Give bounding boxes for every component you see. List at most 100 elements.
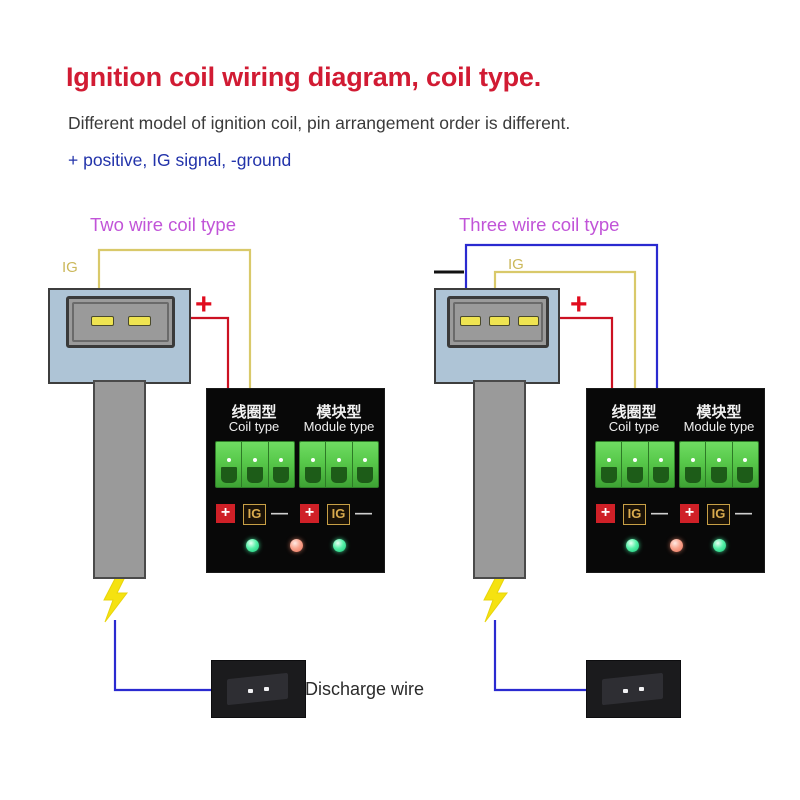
terminal-slot-icon xyxy=(684,466,701,483)
terminal-block-module-type-right[interactable] xyxy=(679,441,759,488)
panel-group-1-en-label-left: Coil type xyxy=(228,419,280,434)
coil-connector-inner-right xyxy=(453,302,543,342)
terminal-hole-icon xyxy=(310,458,315,462)
terminal-slot-icon xyxy=(220,466,237,483)
wire-ig-left xyxy=(97,248,252,460)
plus-mark-left: + xyxy=(195,288,213,321)
badge-minus-module-right: — xyxy=(735,503,752,522)
badge-minus-coil-left: — xyxy=(271,503,288,522)
discharge-wire-label: Discharge wire xyxy=(305,679,425,699)
terminal-slot-icon xyxy=(357,466,374,483)
panel-group-2-cn-label-right: 模块型 xyxy=(696,404,742,421)
terminal-module-1-right[interactable] xyxy=(680,442,707,487)
terminal-hole-icon xyxy=(226,458,231,462)
terminal-slot-icon xyxy=(653,466,670,483)
badge-minus-module-left: — xyxy=(355,503,372,522)
ignition-coil-connector-left xyxy=(66,296,175,348)
terminal-hole-icon xyxy=(252,458,257,462)
badge-ig-module-left: IG xyxy=(327,504,350,525)
terminal-hole-icon xyxy=(632,458,637,462)
discharge-connector-face xyxy=(226,672,289,705)
ignition-coil-connector-right xyxy=(447,296,549,348)
terminal-block-module-type-left[interactable] xyxy=(299,441,379,488)
terminal-slot-icon xyxy=(304,466,321,483)
coil-pin-1-right xyxy=(460,316,481,326)
badge-ig-coil-left: IG xyxy=(243,504,266,525)
terminal-slot-icon xyxy=(626,466,644,483)
page-legend: + positive, IG signal, -ground xyxy=(68,150,292,170)
terminal-hole-icon xyxy=(743,458,748,462)
discharge-pin-1 xyxy=(623,689,628,693)
led-indicator-icon-2-left xyxy=(290,539,303,552)
discharge-connector-right xyxy=(586,660,681,718)
led-indicator-icon-1-right xyxy=(626,539,639,552)
terminal-coil-2-right[interactable] xyxy=(622,442,649,487)
minus-mark-right: — xyxy=(434,254,464,287)
coil-pin-3-right xyxy=(518,316,539,326)
panel-group-1-cn-label-right: 线圈型 xyxy=(611,404,657,421)
section-title-three-wire: Three wire coil type xyxy=(459,214,620,235)
terminal-module-3-right[interactable] xyxy=(733,442,758,487)
discharge-pin-2 xyxy=(264,687,269,691)
badge-minus-coil-right: — xyxy=(651,503,668,522)
badge-ig-coil-right: IG xyxy=(623,504,646,525)
badge-plus-coil-left: + xyxy=(216,504,235,523)
wire-discharge-left xyxy=(113,620,245,692)
terminal-coil-2-left[interactable] xyxy=(242,442,269,487)
ignition-coil-stem-right xyxy=(473,380,526,579)
terminal-hole-icon xyxy=(659,458,664,462)
page-title: Ignition coil wiring diagram, coil type. xyxy=(66,62,542,92)
terminal-slot-icon xyxy=(737,466,754,483)
wire-ground-right xyxy=(464,243,659,460)
panel-group-2-en-label-left: Module type xyxy=(303,419,375,434)
terminal-hole-icon xyxy=(716,458,721,462)
terminal-coil-1-right[interactable] xyxy=(596,442,623,487)
terminal-block-coil-type-right[interactable] xyxy=(595,441,675,488)
coil-connector-inner-left xyxy=(72,302,169,342)
terminal-hole-icon xyxy=(279,458,284,462)
panel-group-1-cn-label-left: 线圈型 xyxy=(231,404,277,421)
terminal-hole-icon xyxy=(336,458,341,462)
panel-group-1-en-label-right: Coil type xyxy=(608,419,660,434)
terminal-coil-3-right[interactable] xyxy=(649,442,674,487)
terminal-block-coil-type-left[interactable] xyxy=(215,441,295,488)
coil-pin-2-right xyxy=(489,316,510,326)
panel-group-2-en-label-right: Module type xyxy=(683,419,755,434)
discharge-connector-left xyxy=(211,660,306,718)
badge-plus-module-right: + xyxy=(680,504,699,523)
terminal-coil-3-left[interactable] xyxy=(269,442,294,487)
led-indicator-icon-3-right xyxy=(713,539,726,552)
terminal-module-3-left[interactable] xyxy=(353,442,378,487)
page-subtitle: Different model of ignition coil, pin ar… xyxy=(68,113,571,133)
terminal-module-1-left[interactable] xyxy=(300,442,327,487)
coil-pin-2-left xyxy=(128,316,151,326)
coil-pin-1-left xyxy=(91,316,114,326)
discharge-connector-face xyxy=(601,672,664,705)
tester-panel-left: 线圈型 Coil type 模块型 Module type xyxy=(206,388,385,573)
wire-label-ig-right: IG xyxy=(508,256,524,273)
terminal-slot-icon xyxy=(246,466,264,483)
wire-discharge-right xyxy=(493,620,620,692)
terminal-hole-icon xyxy=(690,458,695,462)
badge-ig-module-right: IG xyxy=(707,504,730,525)
led-indicator-icon-1-left xyxy=(246,539,259,552)
terminal-slot-icon xyxy=(600,466,617,483)
terminal-hole-icon xyxy=(363,458,368,462)
discharge-pin-2 xyxy=(639,687,644,691)
discharge-pin-1 xyxy=(248,689,253,693)
led-indicator-icon-3-left xyxy=(333,539,346,552)
wire-label-ig-left: IG xyxy=(62,259,78,276)
badge-plus-coil-right: + xyxy=(596,504,615,523)
terminal-slot-icon xyxy=(710,466,728,483)
terminal-module-2-right[interactable] xyxy=(706,442,733,487)
tester-panel-right: 线圈型 Coil type 模块型 Module type xyxy=(586,388,765,573)
terminal-slot-icon xyxy=(330,466,348,483)
terminal-coil-1-left[interactable] xyxy=(216,442,243,487)
panel-group-2-cn-label-left: 模块型 xyxy=(316,404,362,421)
terminal-module-2-left[interactable] xyxy=(326,442,353,487)
terminal-hole-icon xyxy=(606,458,611,462)
section-title-two-wire: Two wire coil type xyxy=(90,214,236,235)
plus-mark-right: + xyxy=(570,288,588,321)
terminal-slot-icon xyxy=(273,466,290,483)
